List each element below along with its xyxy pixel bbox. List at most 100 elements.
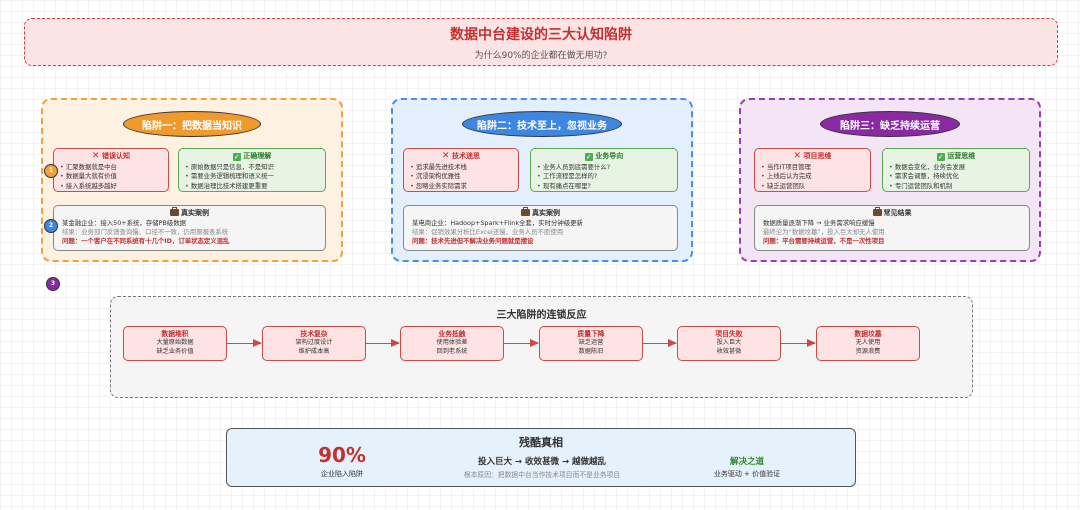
- list-item: 现有痛点在哪里?: [537, 182, 671, 192]
- step-line: 缺乏运营: [578, 339, 604, 347]
- step-line: 收效甚微: [716, 347, 742, 355]
- list-item: 业务人员到底需要什么?: [537, 163, 671, 173]
- step-line: 大量原始数据: [156, 339, 194, 347]
- arrow-icon: [781, 339, 816, 347]
- case-problem: 问题：技术先进但不解决业务问题就是摆设: [412, 237, 534, 245]
- step-title: 质量下降: [577, 330, 605, 338]
- cross-icon: ✕: [442, 151, 450, 161]
- step-line: 数据陈旧: [578, 347, 604, 355]
- number-badge-2: 2: [44, 219, 58, 233]
- case-heading: 真实案例: [532, 209, 560, 217]
- truth-summary: 残酷真相 90% 企业陷入陷阱 投入巨大 → 收效甚微 → 越做越乱 根本原因：…: [226, 428, 856, 487]
- wrong-box: ✕ 错误认知 汇聚数据就是中台 数据量大就有价值 接入系统越多越好: [53, 148, 169, 192]
- step-title: 技术复杂: [300, 330, 328, 338]
- list-item: 沉浸架构优雅性: [410, 172, 512, 182]
- step-line: 缺乏业务价值: [156, 347, 194, 355]
- wrong-box: ✕ 项目思维 当作IT项目管理 上线后认为完成 缺乏运营团队: [754, 148, 871, 192]
- list-item: 缺乏运营团队: [761, 182, 864, 192]
- solution-text: 业务驱动 + 价值验证: [713, 470, 781, 478]
- arrow-icon: [643, 339, 677, 347]
- list-item: 当作IT项目管理: [761, 163, 864, 173]
- briefcase-icon: [170, 207, 179, 216]
- list-item: 接入系统越多越好: [60, 182, 162, 192]
- truth-title: 残酷真相: [519, 436, 563, 449]
- step-title: 数据坟墓: [854, 330, 882, 338]
- case-heading: 真实案例: [181, 209, 209, 217]
- arrow-icon: [227, 339, 262, 347]
- list-item: 原始数据只是信息，不是知识: [185, 163, 319, 173]
- chain-reaction-panel: 三大陷阱的连锁反应 数据堆积 大量原始数据 缺乏业务价值 技术复杂 架构过度设计…: [110, 296, 973, 398]
- case-box: 常见结果 数据质量逐渐下降 → 业务需求响应缓慢 最终沦为“数据坟墓”，投入巨大…: [754, 205, 1030, 251]
- chain-step: 业务抵触 使用体验差 回到老系统: [400, 326, 504, 361]
- check-icon: ✓: [232, 153, 241, 161]
- briefcase-icon: [521, 207, 530, 216]
- step-line: 无人使用: [855, 339, 881, 347]
- list-item: 数据量大就有价值: [60, 172, 162, 182]
- step-title: 项目失败: [715, 330, 743, 338]
- page-subtitle: 为什么90%的企业都在做无用功?: [474, 51, 608, 61]
- page-title: 数据中台建设的三大认知陷阱: [450, 27, 632, 43]
- case-result: 结果：促销效果分析比Excel还慢，业务人员不愿使用: [412, 228, 564, 236]
- check-icon: ✓: [936, 153, 945, 161]
- wrong-heading: 项目思维: [803, 152, 832, 160]
- solution-title: 解决之道: [729, 457, 764, 467]
- chain-step: 质量下降 缺乏运营 数据陈旧: [539, 326, 643, 361]
- step-title: 数据堆积: [161, 330, 189, 338]
- list-item: 忽略业务实际需求: [410, 182, 512, 192]
- arrow-icon: [366, 339, 400, 347]
- case-result: 结果：业务部门反馈查询慢、口径不一致，仍用原报表系统: [62, 228, 229, 236]
- root-cause: 根本原因：把数据中台当作技术项目而不是业务项目: [463, 471, 621, 479]
- cross-icon: ✕: [92, 151, 100, 161]
- cross-icon: ✕: [793, 151, 802, 161]
- list-item: 数据治理比技术搭建更重要: [185, 182, 319, 192]
- stat-value: 90%: [318, 443, 366, 467]
- step-line: 使用体验差: [436, 339, 468, 347]
- case-heading: 常见结果: [883, 209, 912, 217]
- case-result: 最终沦为“数据坟墓”，投入巨大却无人使用: [763, 228, 885, 236]
- right-heading: 业务导向: [595, 152, 624, 160]
- wrong-box: ✕ 技术迷思 追求最先进技术栈 沉浸架构优雅性 忽略业务实际需求: [403, 148, 519, 192]
- right-heading: 正确理解: [243, 152, 272, 160]
- chain-step: 技术复杂 架构过度设计 维护成本高: [262, 326, 366, 361]
- trap-title: 陷阱一：把数据当知识: [123, 111, 261, 137]
- truth-flow: 投入巨大 → 收效甚微 → 越做越乱: [477, 457, 607, 467]
- chain-title: 三大陷阱的连锁反应: [496, 310, 587, 321]
- list-item: 追求最先进技术栈: [410, 163, 512, 173]
- case-box: 真实案例 某电商企业：Hadoop+Spark+Flink全套，实时分钟级更新 …: [403, 205, 678, 251]
- right-box: ✓ 运营思维 数据会变化，业务会发展 需求会调整，持续优化 专门运营团队和机制: [882, 148, 1030, 192]
- chain-step: 数据坟墓 无人使用 资源浪费: [816, 326, 920, 361]
- header-banner: 数据中台建设的三大认知陷阱 为什么90%的企业都在做无用功?: [24, 18, 1058, 66]
- chain-step: 项目失败 投入巨大 收效甚微: [677, 326, 781, 361]
- list-item: 上线后认为完成: [761, 172, 864, 182]
- briefcase-icon: [872, 207, 882, 216]
- stat-label: 企业陷入陷阱: [321, 470, 363, 478]
- trap-title: 陷阱三：缺乏持续运营: [820, 111, 960, 137]
- list-item: 需求会调整，持续优化: [889, 172, 1023, 182]
- list-item: 需要业务逻辑梳理和语义统一: [185, 172, 319, 182]
- case-problem: 问题：一个客户在不同系统有十几个ID，订单状态定义混乱: [62, 237, 230, 245]
- case-box: 真实案例 某金融企业：接入50+系统，存储PB级数据 结果：业务部门反馈查询慢、…: [53, 205, 326, 251]
- arrow-icon: [504, 339, 539, 347]
- trap-panel-2: 陷阱二：技术至上，忽视业务 ✕ 技术迷思 追求最先进技术栈 沉浸架构优雅性 忽略…: [391, 98, 693, 262]
- list-item: 专门运营团队和机制: [889, 182, 1023, 192]
- trap-title: 陷阱二：技术至上，忽视业务: [462, 111, 622, 137]
- right-box: ✓ 正确理解 原始数据只是信息，不是知识 需要业务逻辑梳理和语义统一 数据治理比…: [178, 148, 326, 192]
- trap-panel-3: 陷阱三：缺乏持续运营 ✕ 项目思维 当作IT项目管理 上线后认为完成 缺乏运营团…: [739, 98, 1041, 262]
- case-problem: 问题：平台需要持续运营，不是一次性项目: [763, 237, 885, 245]
- list-item: 工作流程是怎样的?: [537, 172, 671, 182]
- case-line: 某电商企业：Hadoop+Spark+Flink全套，实时分钟级更新: [412, 219, 583, 227]
- wrong-heading: 技术迷思: [451, 152, 480, 160]
- check-icon: ✓: [584, 153, 593, 161]
- step-line: 架构过度设计: [295, 339, 333, 347]
- right-heading: 运营思维: [947, 152, 976, 160]
- wrong-heading: 错误认知: [101, 152, 130, 160]
- number-badge-3: 3: [46, 277, 60, 291]
- number-badge-1: 1: [44, 164, 58, 178]
- step-line: 回到老系统: [436, 347, 468, 355]
- right-box: ✓ 业务导向 业务人员到底需要什么? 工作流程是怎样的? 现有痛点在哪里?: [530, 148, 678, 192]
- trap-panel-1: 陷阱一：把数据当知识 ✕ 错误认知 汇聚数据就是中台 数据量大就有价值 接入系统…: [41, 98, 343, 262]
- step-line: 投入巨大: [716, 339, 742, 347]
- list-item: 汇聚数据就是中台: [60, 163, 162, 173]
- step-title: 业务抵触: [438, 330, 466, 338]
- case-line: 某金融企业：接入50+系统，存储PB级数据: [62, 219, 186, 227]
